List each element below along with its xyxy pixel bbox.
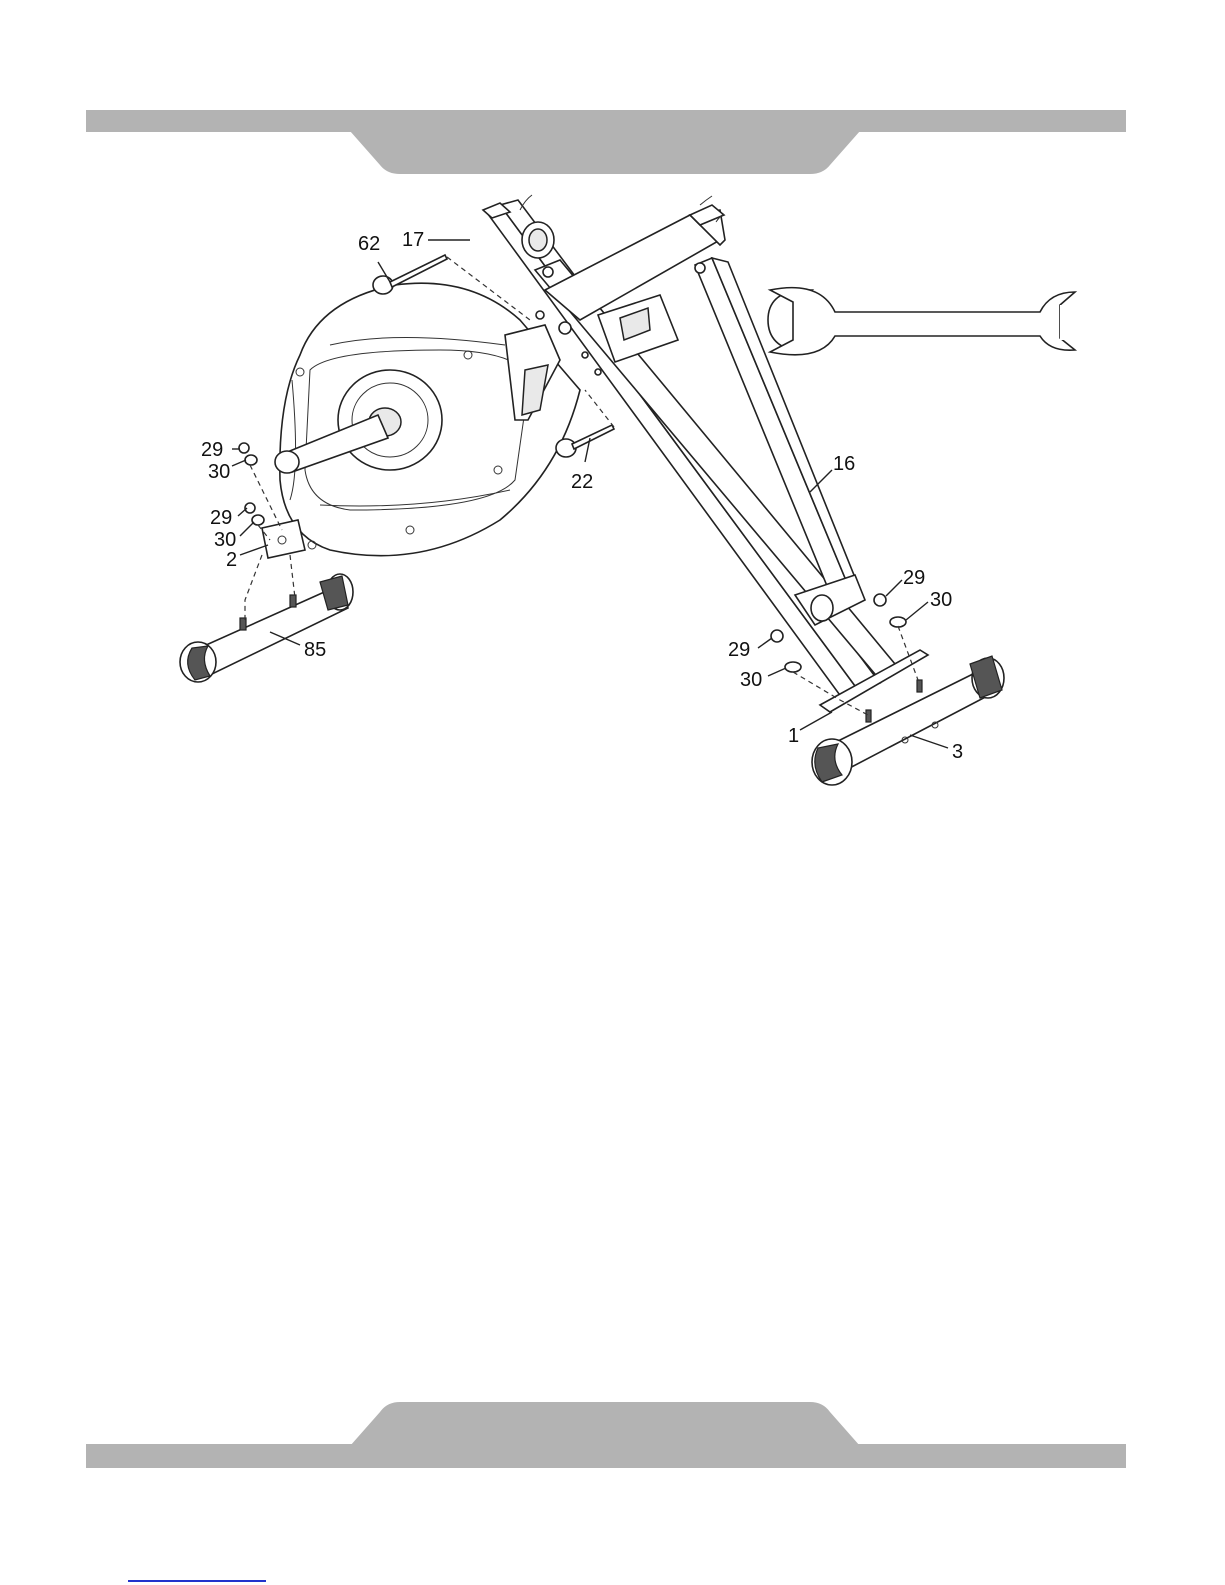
- callout-30-d: 30: [740, 669, 762, 691]
- wrench-icon: [768, 288, 1093, 355]
- callout-22: 22: [571, 471, 593, 493]
- callout-30-a: 30: [208, 461, 230, 483]
- callout-1: 1: [788, 725, 799, 747]
- callout-2: 2: [226, 549, 237, 571]
- callout-30-b: 30: [214, 529, 236, 551]
- callout-29-a: 29: [201, 439, 223, 461]
- callout-17: 17: [402, 229, 424, 251]
- callout-30-c: 30: [930, 589, 952, 611]
- callout-62: 62: [358, 233, 380, 255]
- callout-29-c: 29: [903, 567, 925, 589]
- callout-85: 85: [304, 639, 326, 661]
- callout-29-b: 29: [210, 507, 232, 529]
- callout-16: 16: [833, 453, 855, 475]
- bottom-footer-band: [86, 1402, 1126, 1468]
- flywheel-housing: [262, 283, 580, 558]
- top-header-band: [86, 110, 1126, 174]
- callout-29-d: 29: [728, 639, 750, 661]
- bottom-link-underline[interactable]: [128, 1580, 266, 1582]
- callout-3: 3: [952, 741, 963, 763]
- front-stabilizer: [180, 574, 353, 682]
